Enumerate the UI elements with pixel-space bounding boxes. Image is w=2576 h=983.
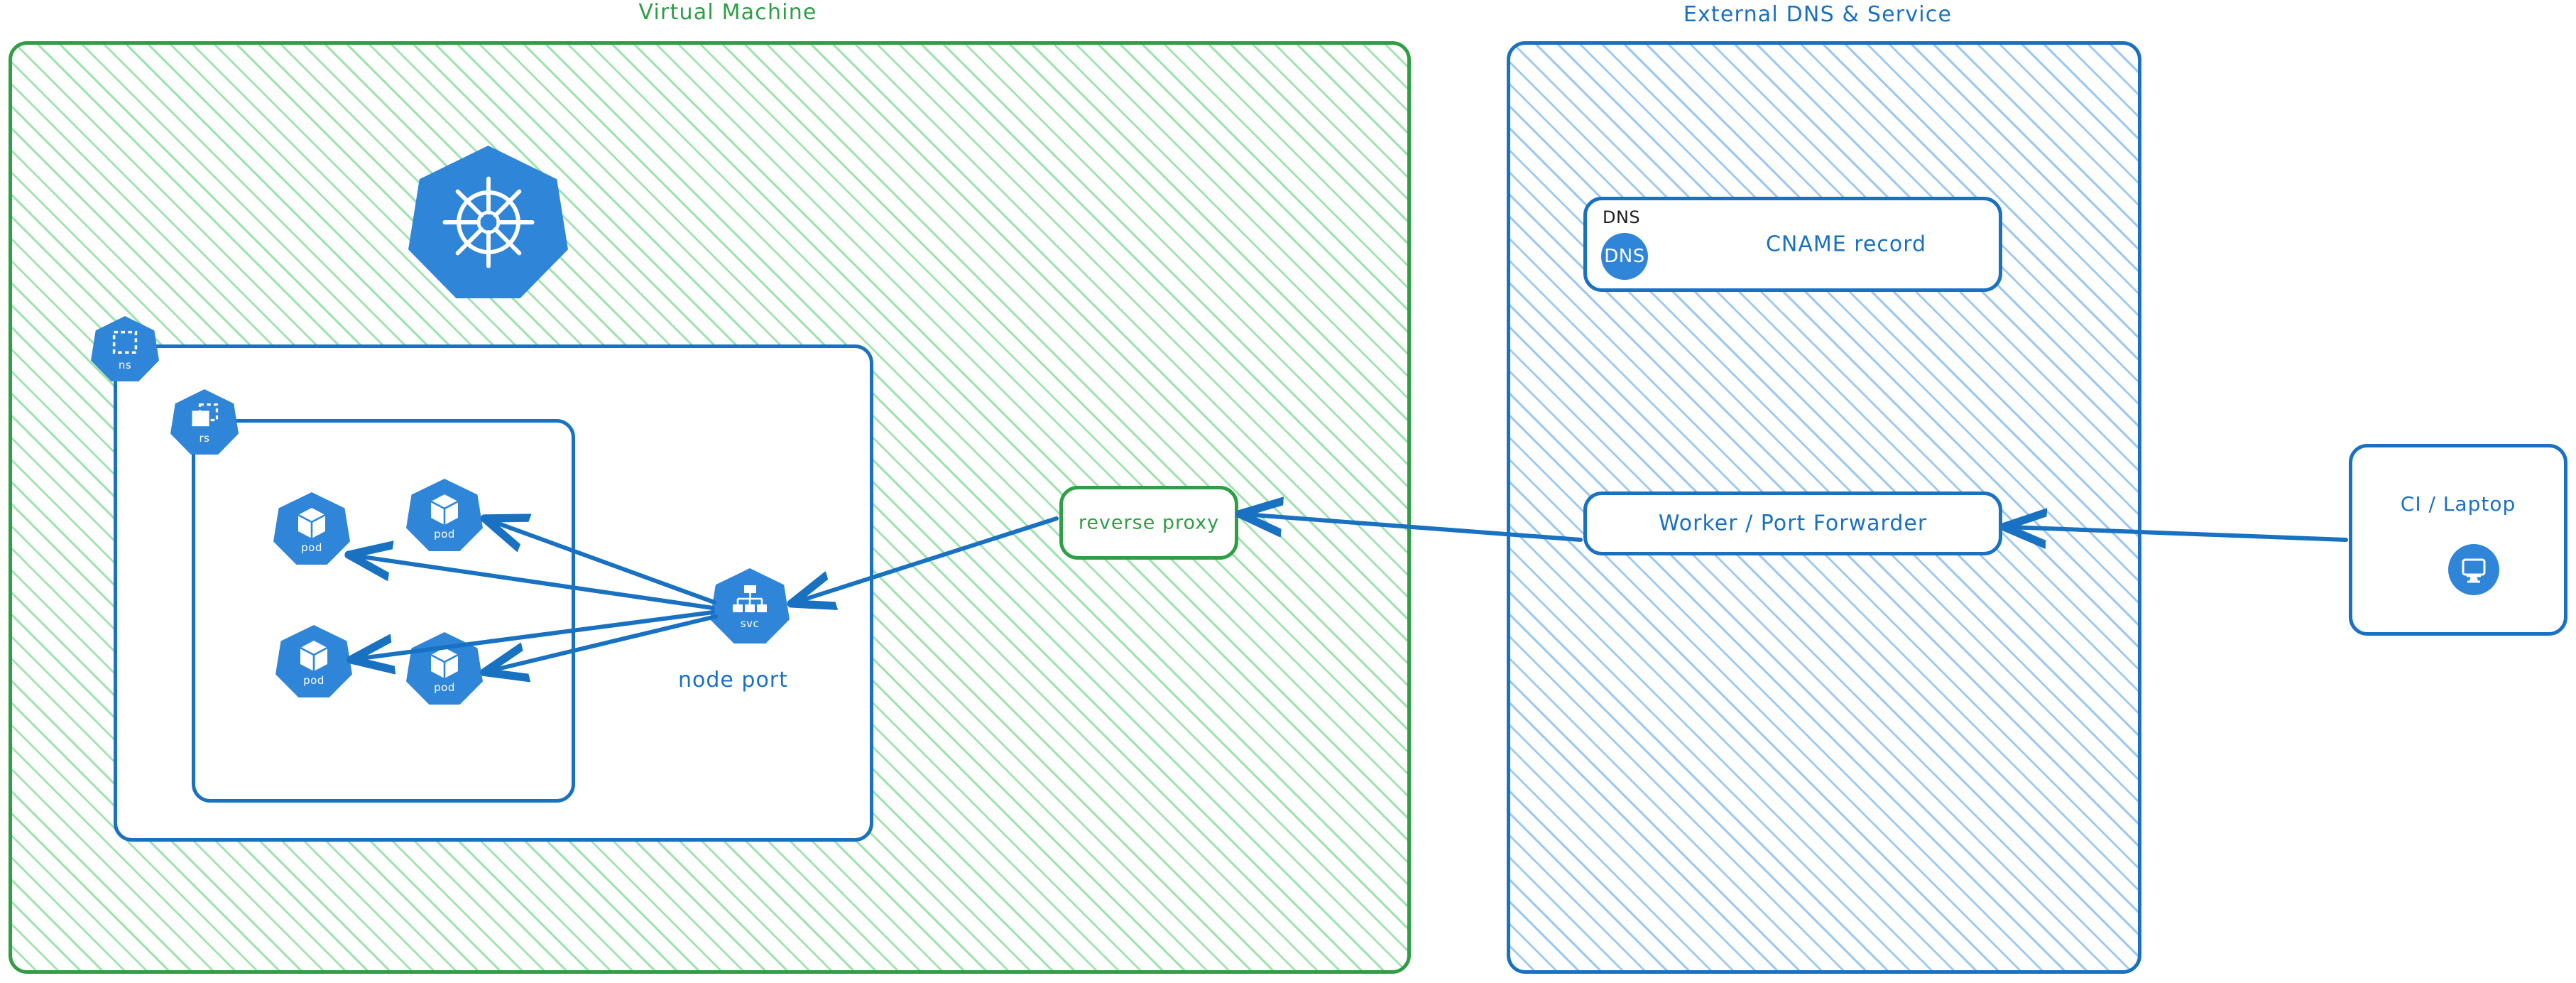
replicaset-container[interactable] xyxy=(192,419,575,803)
worker-port-forwarder-label: Worker / Port Forwarder xyxy=(1658,511,1928,536)
cname-record-label: CNAME record xyxy=(1765,232,1927,257)
dns-corner-tag: DNS xyxy=(1603,207,1641,227)
pod-badge-caption: pod xyxy=(301,541,322,554)
worker-port-forwarder-box[interactable]: Worker / Port Forwarder xyxy=(1583,492,2002,555)
dns-card[interactable]: DNS CNAME record xyxy=(1583,197,2002,292)
group-title-virtual-machine: Virtual Machine xyxy=(638,0,817,25)
pod-badge-caption: pod xyxy=(434,527,455,541)
dns-chip-icon: DNS xyxy=(1601,233,1648,280)
service-badge-caption: svc xyxy=(740,617,760,630)
group-title-external-dns-service: External DNS & Service xyxy=(1683,2,1953,27)
ci-laptop-label: CI / Laptop xyxy=(2400,492,2516,516)
ci-laptop-box[interactable]: CI / Laptop xyxy=(2349,444,2567,636)
pod-badge-caption: pod xyxy=(434,680,455,694)
pod-badge-caption: pod xyxy=(303,673,324,687)
reverse-proxy-label: reverse proxy xyxy=(1078,511,1220,534)
node-port-label: node port xyxy=(678,668,788,693)
namespace-badge-caption: ns xyxy=(118,358,132,371)
replicaset-badge-caption: rs xyxy=(199,431,210,445)
reverse-proxy-box[interactable]: reverse proxy xyxy=(1059,486,1238,560)
desktop-monitor-icon xyxy=(2448,544,2499,595)
